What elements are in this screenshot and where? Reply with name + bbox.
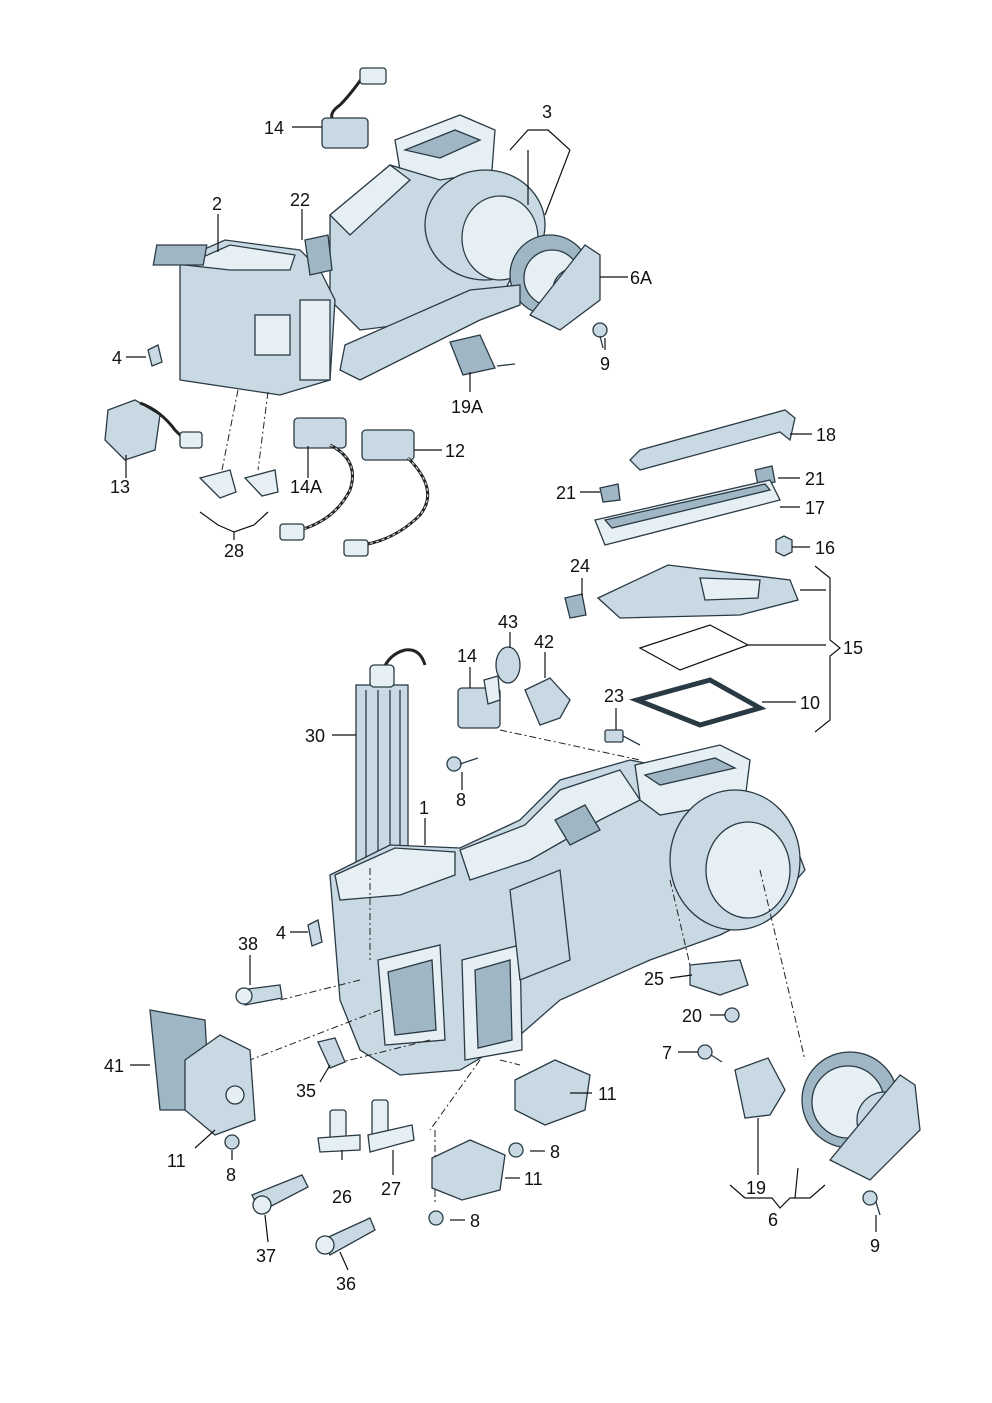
servo-motor-11-center-bottom [431,1139,506,1201]
clip-4-mid [307,919,323,947]
callout-17: 17 [805,498,825,518]
callout-15: 15 [843,638,863,658]
callout-36: 36 [336,1274,356,1294]
callout-8-mid: 8 [456,790,466,810]
lever-37 [251,1174,309,1215]
bracket-25 [689,959,749,996]
callout-14-mid: 14 [457,646,477,666]
screw-9-bottom [862,1190,881,1216]
flap-43 [495,646,521,684]
filter-cover-18 [629,409,796,471]
callout-21-left: 21 [556,483,576,503]
nut-16 [775,535,793,557]
callout-13: 13 [110,477,130,497]
callout-24: 24 [570,556,590,576]
callout-20: 20 [682,1006,702,1026]
callout-30: 30 [305,726,325,746]
callout-19A: 19A [451,397,483,417]
servo-motor-14-top [321,67,387,149]
servo-motor-13 [104,399,203,461]
callout-6A: 6A [630,268,652,288]
callout-22: 22 [290,190,310,210]
callout-27: 27 [381,1179,401,1199]
screw-8-b [508,1142,524,1158]
callout-12: 12 [445,441,465,461]
callout-labels: 14 3 2 22 6A 9 4 19A 13 14A 12 28 18 21 … [104,102,880,1294]
bracket-22 [304,234,333,276]
callout-3: 3 [542,102,552,122]
lever-36 [315,1217,376,1256]
callout-16: 16 [815,538,835,558]
sensor-23 [604,729,641,746]
callout-1: 1 [419,798,429,818]
clip-24 [564,593,587,619]
callout-4-top: 4 [112,348,122,368]
callout-25: 25 [644,969,664,989]
filter-housing-15 [596,564,799,619]
screw-9-top [592,322,608,349]
servo-motor-12 [343,429,430,557]
callout-11-a: 11 [598,1084,617,1104]
clip-4-top [147,344,163,367]
lever-27 [367,1099,415,1153]
control-unit-14-mid [457,675,501,729]
callout-14-top: 14 [264,118,284,138]
callout-6: 6 [768,1210,778,1230]
heat-exchanger-30 [355,648,427,866]
callout-8-b: 8 [226,1165,236,1185]
bracket-19A [449,334,516,376]
servo-motor-11-center-top [514,1059,591,1126]
callout-19: 19 [746,1178,766,1198]
screw-8-mid [446,756,479,772]
callout-28: 28 [224,541,244,561]
callout-4-mid: 4 [276,923,286,943]
main-heater-housing-1 [329,744,806,1076]
callout-10: 10 [800,693,820,713]
callout-26: 26 [332,1187,352,1207]
leader-lines [125,126,877,1271]
screw-8-c [428,1210,444,1226]
callout-41: 41 [104,1056,124,1076]
screw-7 [697,1044,723,1063]
callout-21-right: 21 [805,469,825,489]
seal-10 [629,677,767,728]
callout-35: 35 [296,1081,316,1101]
dust-filter-17 [594,479,781,546]
clip-21-left [599,483,621,503]
callout-38: 38 [238,934,258,954]
callout-2: 2 [212,194,222,214]
bracket-42 [524,677,571,726]
actuator-35 [317,1037,346,1069]
levers-28 [198,469,279,499]
callout-8-c: 8 [470,1211,480,1231]
screw-20 [724,1007,740,1023]
callout-18: 18 [816,425,836,445]
upper-heater-assembly [152,114,601,396]
seal-15 [638,624,750,671]
servo-motor-11-left [149,1009,256,1136]
resistor-19 [734,1057,786,1119]
lever-26 [317,1109,361,1153]
callout-43: 43 [498,612,518,632]
callout-8-a: 8 [550,1142,560,1162]
blower-motor-6 [801,1051,921,1181]
screw-8-a [224,1134,240,1150]
callout-37: 37 [256,1246,276,1266]
callout-42: 42 [534,632,554,652]
callout-9-top: 9 [600,354,610,374]
servo-motor-14A [279,417,354,541]
callout-11-b: 11 [167,1151,186,1171]
callout-7: 7 [662,1043,672,1063]
blower-motor-6A [509,234,601,331]
callout-9-bottom: 9 [870,1236,880,1256]
callout-23: 23 [604,686,624,706]
callout-11-c: 11 [524,1169,543,1189]
lever-38 [235,984,283,1006]
callout-14A: 14A [290,477,322,497]
